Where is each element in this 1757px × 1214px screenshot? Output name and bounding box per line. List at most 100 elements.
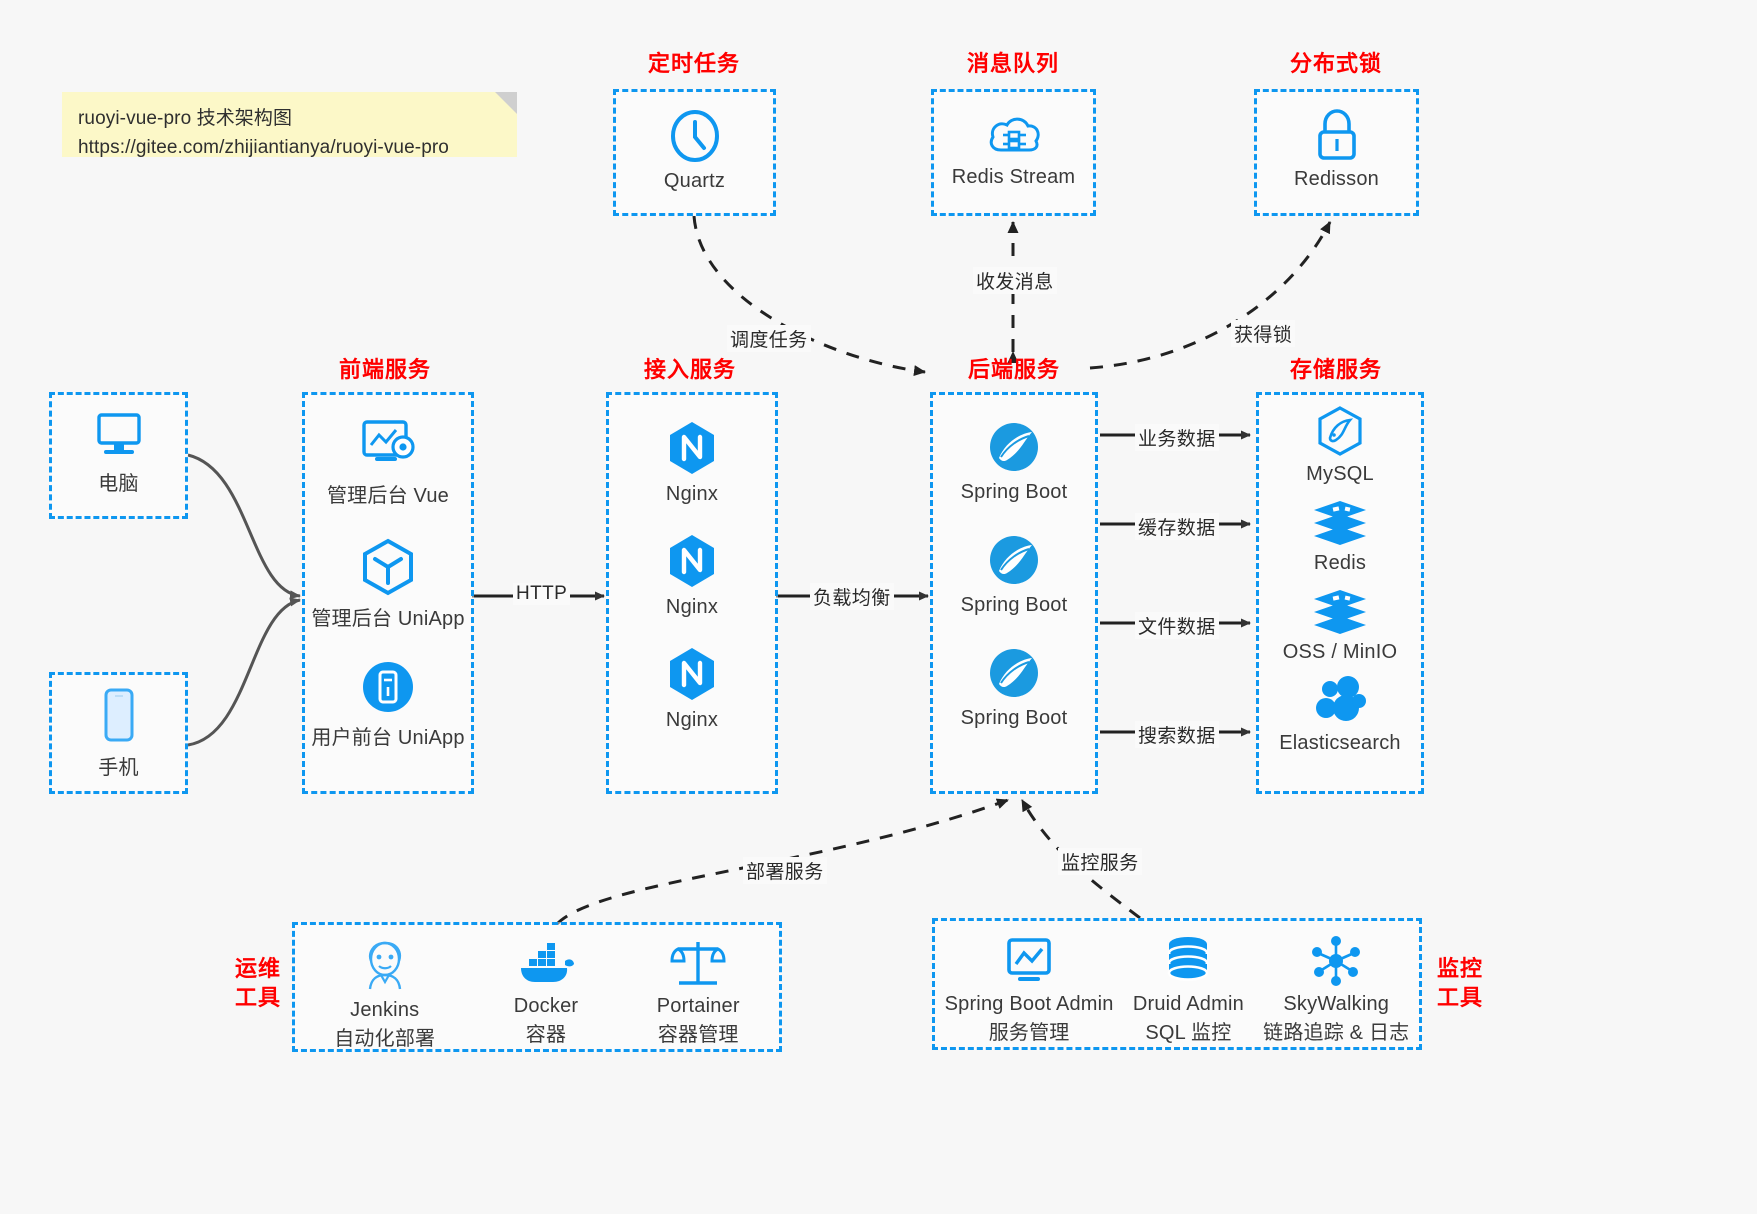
- node-oss-minio[interactable]: OSS / MinIO: [1259, 575, 1421, 664]
- node-desc: SQL 监控: [1145, 1022, 1232, 1044]
- node-spring-boot-2[interactable]: Spring Boot: [933, 504, 1095, 617]
- node-mobile[interactable]: 手机: [52, 675, 185, 780]
- edge-label-load-balance: 负载均衡: [810, 583, 894, 610]
- sticky-note: ruoyi-vue-pro 技术架构图 https://gitee.com/zh…: [62, 92, 517, 158]
- node-nginx-2[interactable]: Nginx: [609, 506, 775, 619]
- node-spring-boot-1[interactable]: Spring Boot: [933, 395, 1095, 504]
- mobile-phone-icon: [97, 687, 141, 745]
- portainer-scales-icon: [669, 937, 727, 989]
- node-label: 管理后台 Vue: [326, 485, 449, 507]
- sticky-note-fold-icon: [495, 92, 517, 114]
- node-redisson[interactable]: Redisson: [1257, 92, 1416, 191]
- node-admin-vue[interactable]: 管理后台 Vue: [305, 395, 471, 508]
- group-box-gateway: Nginx Nginx Nginx: [606, 392, 778, 794]
- group-box-storage: MySQL Redis: [1256, 392, 1424, 794]
- sticky-note-title: ruoyi-vue-pro 技术架构图: [78, 108, 293, 129]
- oss-minio-icon: [1311, 587, 1369, 635]
- node-desktop[interactable]: 电脑: [52, 395, 185, 496]
- edge-desktop-to-frontend: [187, 453, 301, 600]
- node-spring-boot-3[interactable]: Spring Boot: [933, 617, 1095, 730]
- node-desc: 链路追踪 & 日志: [1263, 1022, 1410, 1044]
- group-title-distributed-lock: 分布式锁: [1289, 51, 1382, 76]
- node-label: Spring Boot: [960, 481, 1068, 503]
- client-box-mobile: 手机: [49, 672, 188, 794]
- node-label: Redis Stream: [951, 166, 1076, 188]
- edge-label-schedule-task: 调度任务: [727, 325, 811, 352]
- edge-label-cache-data: 缓存数据: [1135, 513, 1219, 540]
- group-title-devops-line1: 运维: [234, 956, 281, 981]
- node-docker[interactable]: Docker 容器: [514, 937, 579, 1047]
- group-title-frontend: 前端服务: [338, 357, 431, 382]
- node-elasticsearch[interactable]: Elasticsearch: [1259, 664, 1421, 755]
- edge-label-business-data: 业务数据: [1135, 424, 1219, 451]
- node-label: Spring Boot: [960, 594, 1068, 616]
- node-desc: 自动化部署: [334, 1028, 436, 1050]
- node-label: Redis: [1313, 552, 1367, 574]
- group-title-backend: 后端服务: [967, 357, 1060, 382]
- dashboard-settings-icon: [357, 417, 419, 473]
- edge-devops-to-backend: [555, 798, 1009, 926]
- node-label: Nginx: [665, 483, 719, 505]
- uniapp-hexagon-icon: [360, 538, 416, 596]
- node-label: Nginx: [665, 709, 719, 731]
- mobile-app-circle-icon: [360, 659, 416, 715]
- group-box-distributed-lock: Redisson: [1254, 89, 1419, 216]
- edge-label-acquire-lock: 获得锁: [1231, 320, 1296, 347]
- group-title-gateway: 接入服务: [643, 357, 736, 382]
- node-spring-boot-admin[interactable]: Spring Boot Admin 服务管理: [945, 935, 1114, 1045]
- lock-icon: [1311, 108, 1363, 162]
- node-label: 手机: [98, 757, 139, 779]
- nginx-icon: [665, 419, 719, 477]
- docker-icon: [515, 937, 577, 989]
- node-desc: 容器管理: [657, 1024, 739, 1046]
- node-label: Elasticsearch: [1279, 732, 1401, 754]
- group-box-backend: Spring Boot Spring Boot Spring Boot: [930, 392, 1098, 794]
- node-label: OSS / MinIO: [1282, 641, 1398, 663]
- node-mysql[interactable]: MySQL: [1259, 395, 1421, 486]
- node-redis[interactable]: Redis: [1259, 486, 1421, 575]
- node-admin-uniapp[interactable]: 管理后台 UniApp: [305, 508, 471, 631]
- elasticsearch-icon: [1312, 676, 1368, 726]
- node-name: Spring Boot Admin: [944, 993, 1114, 1015]
- sticky-note-url: https://gitee.com/zhijiantianya/ruoyi-vu…: [78, 137, 449, 159]
- node-label: 电脑: [98, 473, 139, 495]
- node-nginx-3[interactable]: Nginx: [609, 619, 775, 732]
- node-label: Quartz: [663, 170, 726, 192]
- node-name: SkyWalking: [1283, 993, 1390, 1015]
- nginx-icon: [665, 532, 719, 590]
- node-druid-admin[interactable]: Druid Admin SQL 监控: [1133, 935, 1244, 1045]
- node-name: Portainer: [656, 995, 740, 1017]
- spring-boot-icon: [986, 532, 1042, 588]
- edge-label-file-data: 文件数据: [1135, 612, 1219, 639]
- group-box-message-queue: Redis Stream: [931, 89, 1096, 216]
- spring-boot-icon: [986, 645, 1042, 701]
- node-nginx-1[interactable]: Nginx: [609, 395, 775, 506]
- edge-label-search-data: 搜索数据: [1135, 721, 1219, 748]
- node-quartz[interactable]: Quartz: [616, 92, 773, 193]
- clock-icon: [667, 108, 723, 164]
- node-label: MySQL: [1306, 463, 1374, 485]
- group-box-monitor: Spring Boot Admin 服务管理 Druid Admin SQL 监…: [932, 918, 1422, 1050]
- node-user-uniapp[interactable]: 用户前台 UniApp: [305, 631, 471, 750]
- edge-monitor-to-backend: [1020, 799, 1141, 920]
- node-label: Redisson: [1294, 168, 1379, 190]
- edge-mobile-to-frontend: [187, 597, 301, 747]
- edge-label-http: HTTP: [513, 583, 571, 605]
- node-label: Nginx: [665, 596, 719, 618]
- client-box-desktop: 电脑: [49, 392, 188, 519]
- node-label: Spring Boot: [960, 707, 1068, 729]
- node-portainer[interactable]: Portainer 容器管理: [657, 937, 740, 1047]
- node-label: 用户前台 UniApp: [311, 727, 465, 749]
- node-name: Jenkins: [350, 999, 420, 1021]
- spring-boot-icon: [986, 419, 1042, 475]
- node-desc: 服务管理: [988, 1022, 1070, 1044]
- group-title-devops: 运维 工具: [228, 955, 288, 1012]
- node-skywalking[interactable]: SkyWalking 链路追踪 & 日志: [1263, 935, 1409, 1045]
- group-title-scheduled-task: 定时任务: [647, 51, 740, 76]
- skywalking-icon: [1309, 935, 1363, 987]
- desktop-computer-icon: [91, 409, 147, 461]
- node-redis-stream[interactable]: Redis Stream: [934, 92, 1093, 189]
- node-jenkins[interactable]: Jenkins 自动化部署: [334, 937, 435, 1051]
- group-box-devops: Jenkins 自动化部署 Docker: [292, 922, 782, 1052]
